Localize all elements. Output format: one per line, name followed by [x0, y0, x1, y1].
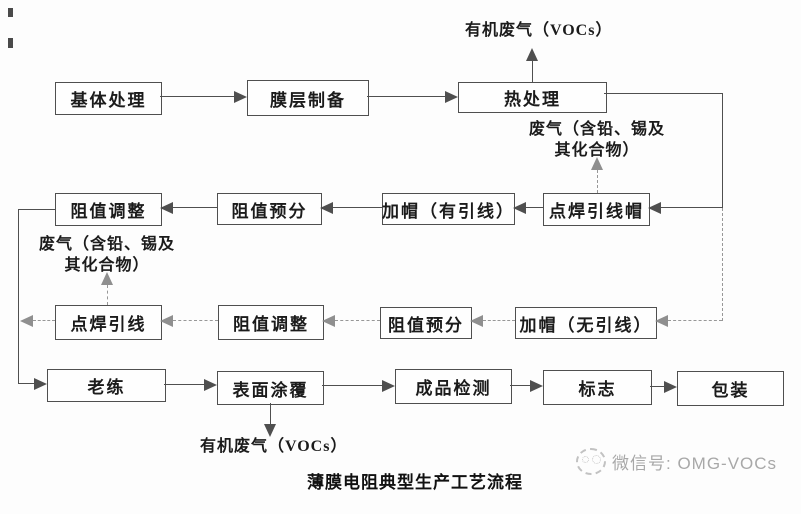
connector-right-vertical-upper [722, 93, 723, 208]
arrowhead-up-icon [591, 157, 603, 170]
node-marking: 标志 [543, 370, 652, 405]
arrowhead-left-icon [160, 315, 173, 327]
arrowhead-right-icon [234, 91, 247, 103]
connector-to-capping-no-leads [668, 320, 722, 321]
connector-spotweld-left [33, 320, 55, 321]
connector-heat-voc-up [532, 60, 533, 82]
node-spot-weld-leads: 点焊引线 [55, 305, 162, 340]
diagram-caption: 薄膜电阻典型生产工艺流程 [307, 473, 523, 492]
connector-spotweld-waste-up [107, 285, 108, 305]
node-substrate-treatment: 基体处理 [55, 82, 162, 115]
label-voc-top: 有机废气（VOCs） [465, 22, 613, 39]
node-spot-weld-lead-cap: 点焊引线帽 [543, 193, 650, 226]
arrowhead-left-icon [470, 315, 483, 327]
node-resistance-adjustment-mid: 阻值调整 [218, 305, 324, 340]
connector-heat-right [604, 93, 723, 94]
node-heat-treatment: 热处理 [458, 82, 607, 113]
arrowhead-left-icon [648, 202, 661, 214]
label-voc-bottom: 有机废气（VOCs） [200, 438, 348, 455]
label-waste-gas-right-line2: 其化合物） [554, 142, 640, 159]
connector-to-aging [18, 383, 34, 384]
connector-marking-to-packaging [650, 386, 664, 387]
node-packaging: 包装 [677, 371, 784, 406]
connector-capping-to-presort-top [333, 207, 382, 208]
node-capping-with-leads: 加帽（有引线） [382, 193, 515, 225]
connector-aging-to-coating [164, 384, 204, 385]
connector-coating-to-inspection [322, 385, 382, 386]
label-waste-gas-left-line2: 其化合物） [64, 257, 150, 274]
connector-substrate-to-film [160, 96, 234, 97]
arrowhead-right-icon [664, 381, 677, 393]
label-waste-gas-right: 废气（含铅、锡及 其化合物） [522, 119, 672, 161]
arrowhead-left-icon [655, 315, 668, 327]
node-surface-coating: 表面涂覆 [217, 371, 324, 405]
node-finished-product-inspection: 成品检测 [395, 369, 512, 404]
connector-to-lead-cap [661, 207, 723, 208]
label-waste-gas-right-line1: 废气（含铅、锡及 [528, 121, 665, 138]
arrowhead-left-icon [320, 202, 333, 214]
arrowhead-right-icon [382, 380, 395, 392]
arrowhead-left-icon [20, 315, 33, 327]
connector-coating-voc-down [270, 403, 271, 424]
node-film-layer-preparation: 膜层制备 [247, 80, 369, 116]
connector-adjust-to-spotweld [173, 320, 218, 321]
scan-artifact [8, 8, 13, 17]
connector-inspection-to-marking [510, 385, 530, 386]
arrowhead-left-icon [322, 315, 335, 327]
arrowhead-up-icon [526, 48, 538, 61]
connector-presort-to-adjust-mid [335, 320, 380, 321]
label-waste-gas-left-line1: 废气（含铅、锡及 [38, 236, 175, 253]
connector-adjust-left [18, 209, 55, 210]
arrowhead-right-icon [445, 91, 458, 103]
connector-left-vertical [18, 209, 19, 384]
node-resistance-presorting-top: 阻值预分 [217, 193, 322, 225]
node-aging: 老练 [47, 369, 166, 402]
connector-right-vertical-lower [722, 208, 723, 321]
connector-leadcap-waste-up [597, 170, 598, 193]
node-capping-without-leads: 加帽（无引线） [515, 307, 657, 339]
arrowhead-right-icon [530, 380, 543, 392]
arrowhead-right-icon [34, 378, 47, 390]
arrowhead-down-icon [264, 424, 276, 437]
wechat-doodle-icon [576, 448, 606, 475]
label-waste-gas-left: 废气（含铅、锡及 其化合物） [32, 234, 182, 276]
connector-film-to-heat [367, 96, 445, 97]
arrowhead-left-icon [513, 202, 526, 214]
arrowhead-up-icon [101, 272, 113, 285]
node-resistance-presorting-mid: 阻值预分 [380, 307, 472, 339]
connector-presort-to-adjust-top [173, 207, 217, 208]
arrowhead-left-icon [160, 202, 173, 214]
scan-artifact [8, 38, 13, 48]
node-resistance-adjustment-top: 阻值调整 [55, 193, 162, 226]
watermark-text: 微信号: OMG-VOCs [612, 454, 778, 473]
connector-leadcap-to-capping [526, 207, 543, 208]
arrowhead-right-icon [204, 379, 217, 391]
connector-capping-to-presort-mid [483, 320, 515, 321]
